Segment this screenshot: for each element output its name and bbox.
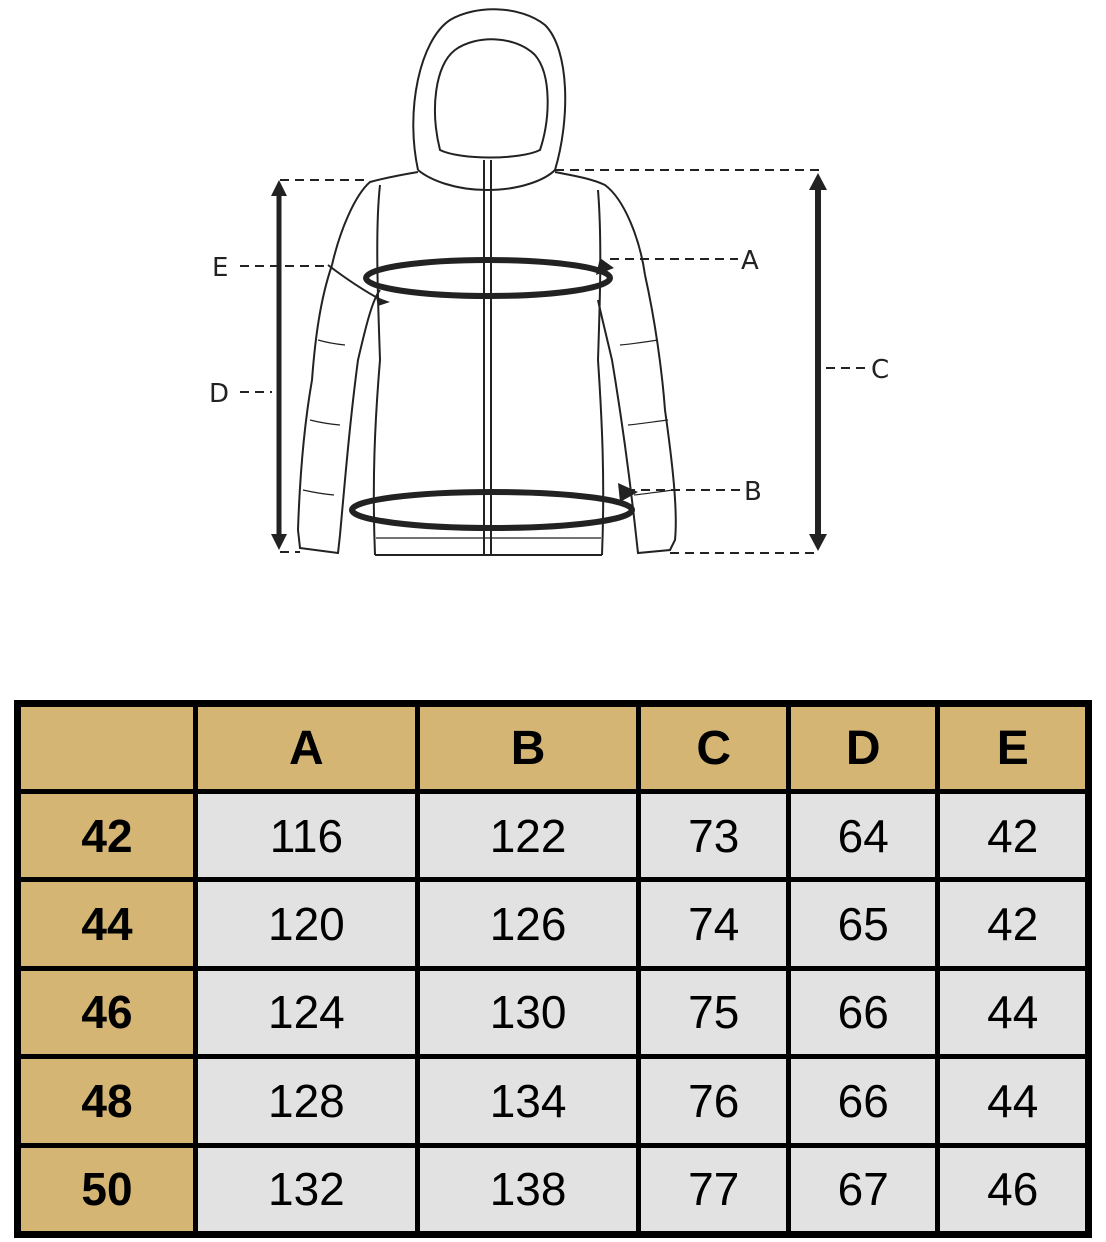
value-cell: 122 [419,794,637,878]
value-cell: 74 [641,882,786,966]
value-cell: 66 [790,1059,936,1143]
table-row: 50 132 138 77 67 46 [21,1147,1085,1231]
value-cell: 134 [419,1059,637,1143]
value-cell: 76 [641,1059,786,1143]
hem-measure-loop [349,489,635,531]
value-cell: 77 [641,1147,786,1231]
table-row: 42 116 122 73 64 42 [21,794,1085,878]
header-cell-e: E [940,707,1085,789]
header-cell-b: B [419,707,637,789]
sleeve-measure-line-e [327,264,386,303]
table-row: 44 120 126 74 65 42 [21,882,1085,966]
size-label: 44 [21,882,193,966]
value-cell: 124 [198,970,415,1055]
value-cell: 67 [790,1147,936,1231]
value-cell: 73 [641,794,786,878]
arrowhead-a [596,258,614,275]
size-label: 46 [21,970,193,1055]
value-cell: 66 [790,970,936,1055]
value-cell: 130 [419,970,637,1055]
label-a: A [741,246,759,276]
value-cell: 132 [198,1147,415,1231]
table-header-row: A B C D E [21,707,1085,789]
size-table: A B C D E 42 116 122 73 64 42 44 120 126… [16,702,1090,1236]
value-cell: 126 [419,882,637,966]
length-arrow-c [809,173,827,551]
label-d: D [209,379,229,409]
header-cell-d: D [790,707,936,789]
chest-measure-loop [363,257,613,299]
arrowhead-b [618,483,638,502]
value-cell: 46 [940,1147,1085,1231]
label-b: B [744,477,762,507]
value-cell: 138 [419,1147,637,1231]
value-cell: 64 [790,794,936,878]
value-cell: 42 [940,794,1085,878]
table-row: 48 128 134 76 66 44 [21,1059,1085,1143]
value-cell: 120 [198,882,415,966]
size-label: 48 [21,1059,193,1143]
value-cell: 44 [940,1059,1085,1143]
jacket-outline [296,8,677,556]
header-cell-a: A [198,707,415,789]
jacket-measurement-diagram: E D A C B [209,8,889,556]
value-cell: 116 [198,794,415,878]
length-arrow-d [271,180,287,550]
header-cell-corner [21,707,193,789]
header-cell-c: C [641,707,786,789]
value-cell: 128 [198,1059,415,1143]
value-cell: 75 [641,970,786,1055]
size-table-container: A B C D E 42 116 122 73 64 42 44 120 126… [14,700,1092,1238]
size-label: 50 [21,1147,193,1231]
value-cell: 44 [940,970,1085,1055]
label-c: C [871,355,889,385]
dashed-guides [240,169,866,554]
size-label: 42 [21,794,193,878]
value-cell: 65 [790,882,936,966]
value-cell: 42 [940,882,1085,966]
table-row: 46 124 130 75 66 44 [21,970,1085,1055]
label-e: E [212,253,228,283]
